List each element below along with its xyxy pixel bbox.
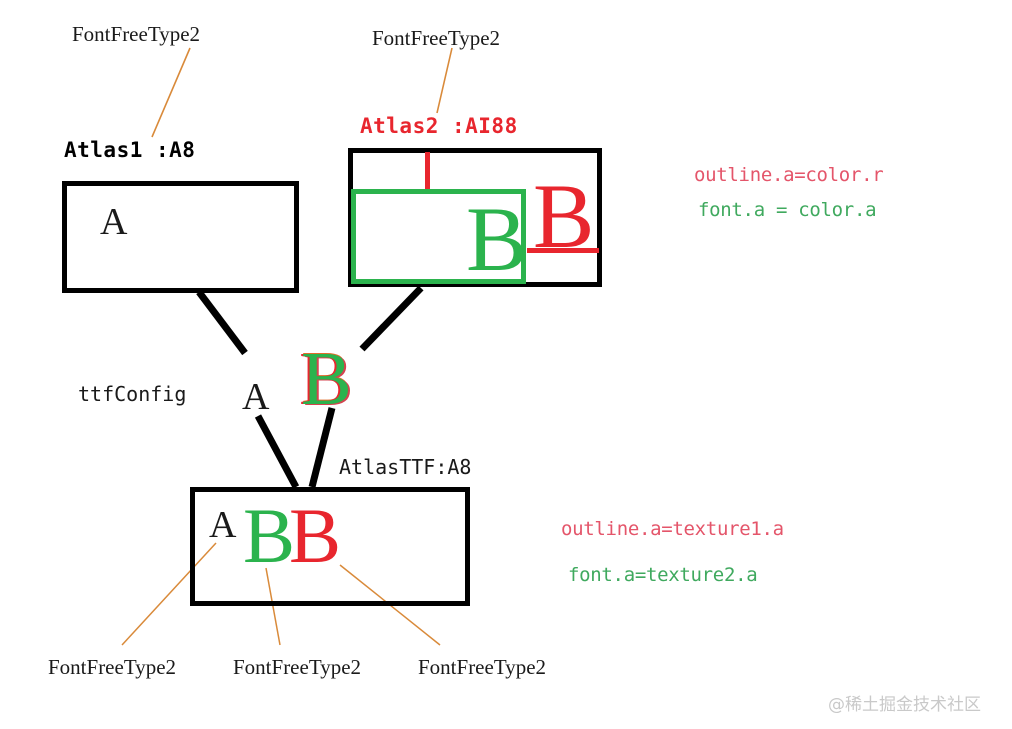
mid-glyph-a: A — [242, 376, 270, 418]
atlas2-glyph-b-red: B — [533, 165, 595, 267]
watermark: @稀土掘金技术社区 — [828, 695, 981, 715]
atlasttf-box — [190, 487, 470, 606]
mid-glyph-b: B — [301, 337, 352, 421]
atlas2-red-vertical-rule — [425, 152, 430, 192]
callout-bottom-2: FontFreeType2 — [233, 655, 362, 679]
atlas2-title: Atlas2 :AI88 — [360, 114, 518, 138]
atlas2-box — [348, 148, 602, 287]
leader-line-top-left — [151, 47, 191, 138]
atlas1-glyph-a: A — [100, 201, 128, 243]
atlasttf-glyph-b-red: B — [289, 492, 342, 579]
callout-top-left: FontFreeType2 — [72, 22, 201, 46]
connector-atlas2-to-midB — [359, 285, 424, 352]
annotation-lower-outline: outline.a=texture1.a — [561, 518, 784, 540]
annotation-upper-font: font.a = color.a — [698, 199, 877, 221]
atlas1-box — [62, 181, 299, 293]
atlas1-title: Atlas1 :A8 — [64, 138, 196, 162]
annotation-lower-font: font.a=texture2.a — [568, 564, 758, 586]
atlasttf-glyph-a: A — [209, 504, 237, 546]
callout-bottom-1: FontFreeType2 — [48, 655, 177, 679]
leader-line-top-mid — [436, 47, 453, 114]
atlasttf-glyph-b-green: B — [243, 492, 296, 579]
annotation-upper-outline: outline.a=color.r — [694, 164, 884, 186]
atlas2-green-rect — [351, 189, 526, 284]
callout-top-mid: FontFreeType2 — [372, 26, 501, 50]
callout-bottom-3: FontFreeType2 — [418, 655, 547, 679]
connector-atlas1-to-midA — [196, 289, 248, 356]
ttfconfig-label: ttfConfig — [78, 382, 187, 406]
atlas2-red-horizontal-rule — [527, 248, 599, 253]
connector-midA-to-ttf — [254, 414, 300, 489]
atlas2-glyph-b-green: B — [466, 188, 528, 290]
atlasttf-title: AtlasTTF:A8 — [339, 455, 472, 479]
